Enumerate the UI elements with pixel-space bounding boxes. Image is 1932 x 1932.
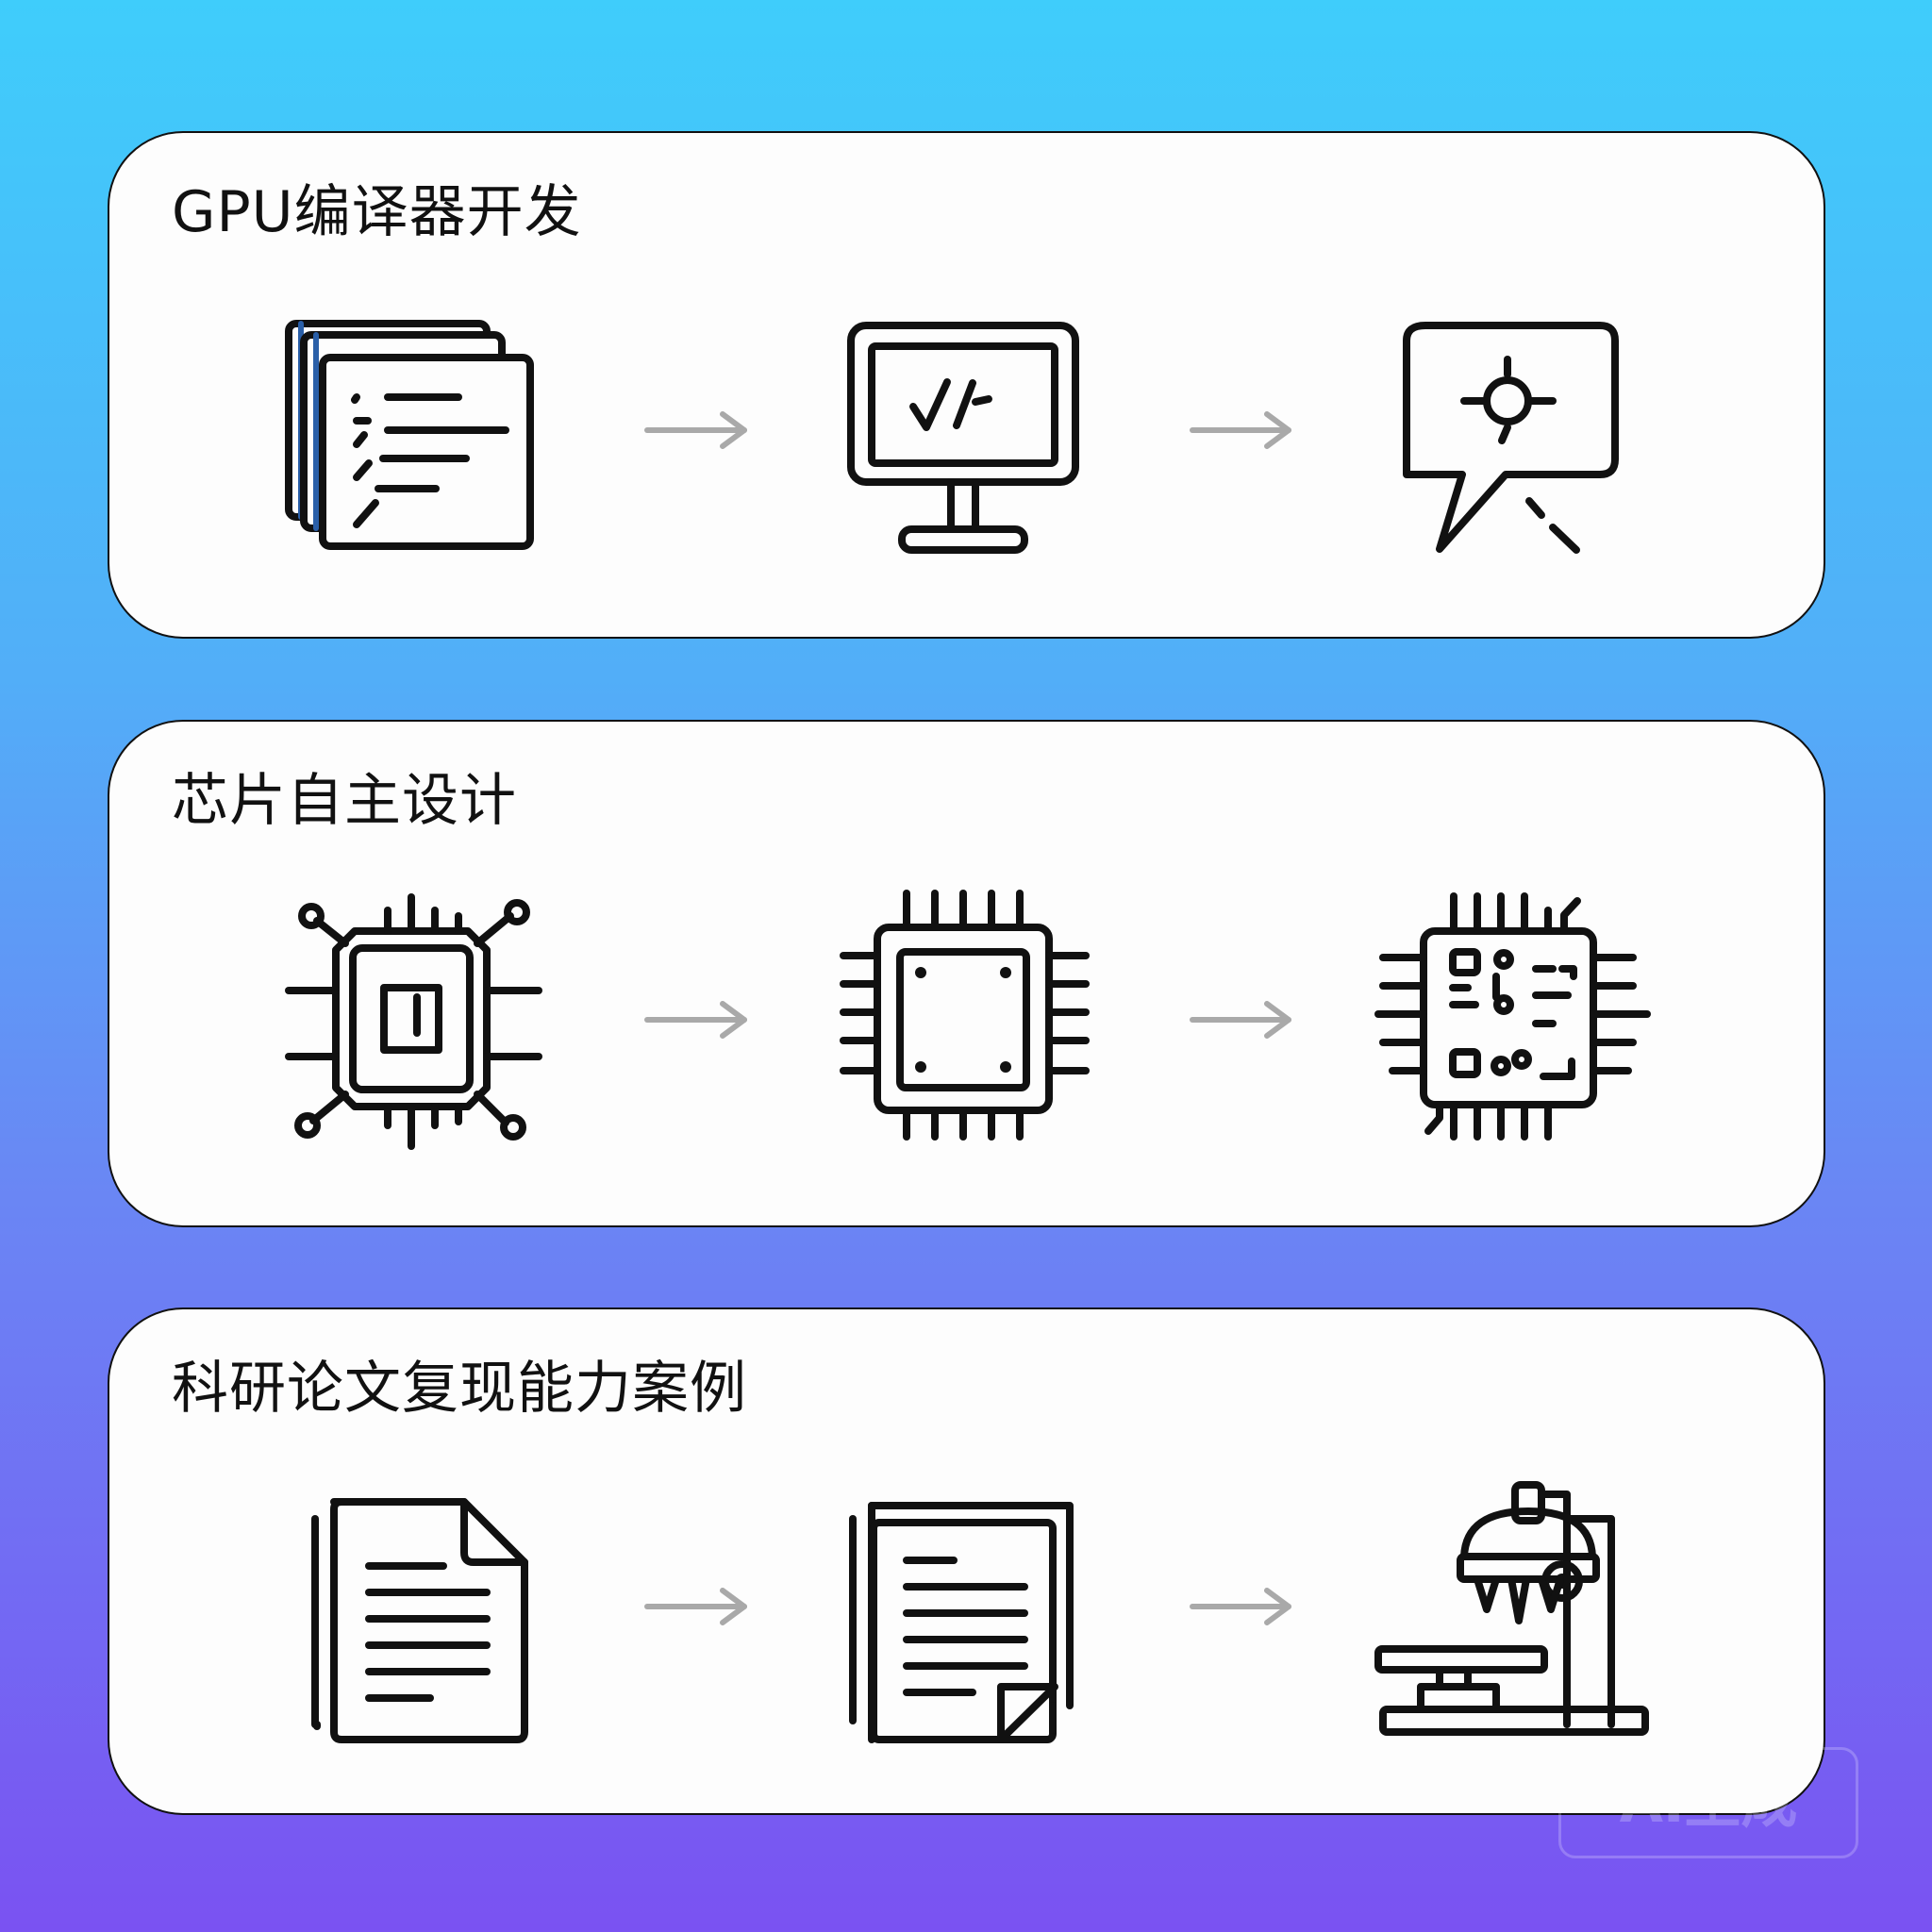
- card-title: 芯片自主设计: [172, 768, 517, 834]
- flow-diagram: [311, 1481, 1649, 1743]
- right-arrow-icon: [644, 1001, 1291, 1039]
- paper-stack-icon: [849, 1502, 1074, 1743]
- watermark: AI生成: [1558, 1747, 1858, 1858]
- chip-circuit-icon: [1374, 892, 1651, 1141]
- monitor-code-check-icon: [847, 322, 1079, 554]
- card-title: GPU编译器开发: [172, 179, 582, 245]
- microscope-icon: [1374, 1481, 1649, 1736]
- card-gpu-compiler: GPU编译器开发: [108, 131, 1825, 639]
- chip-package-icon: [840, 890, 1090, 1141]
- flow-diagram: [285, 890, 1651, 1150]
- chip-network-icon: [285, 893, 542, 1150]
- paper-document-icon: [311, 1498, 528, 1743]
- flow-diagram: [285, 320, 1619, 554]
- card-paper-reproduction: 科研论文复现能力案例: [108, 1307, 1825, 1815]
- card-chip-design: 芯片自主设计: [108, 720, 1825, 1227]
- code-document-stack-icon: [285, 320, 534, 550]
- right-arrow-icon: [644, 411, 1291, 449]
- right-arrow-icon: [644, 1588, 1291, 1625]
- debug-target-speech-bubble-icon: [1402, 322, 1619, 554]
- card-title: 科研论文复现能力案例: [172, 1356, 747, 1422]
